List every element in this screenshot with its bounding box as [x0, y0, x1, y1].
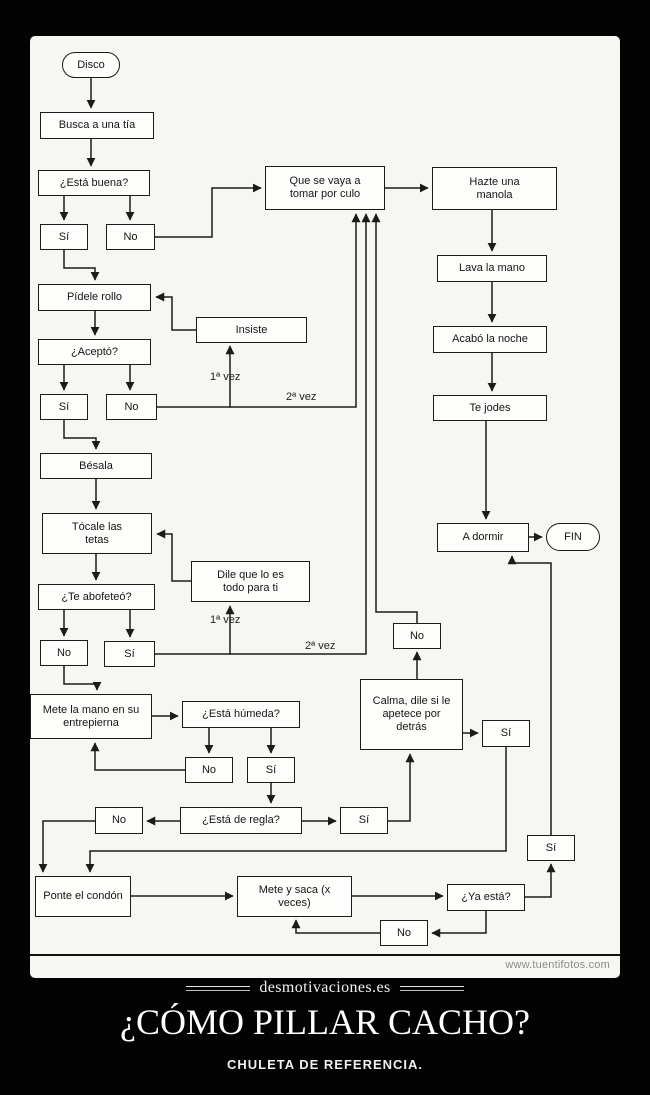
node-calma-detras: Calma, dile si le apetece por detrás [360, 679, 463, 750]
node-yaesta-no: No [380, 920, 428, 946]
node-a-dormir: A dormir [437, 523, 529, 552]
node-esta-buena: ¿Está buena? [38, 170, 150, 196]
site-logo: desmotivaciones.es [0, 979, 650, 997]
node-regla-no: No [95, 807, 143, 834]
node-esta-humeda: ¿Está húmeda? [182, 701, 300, 728]
node-hazte-manola: Hazte una manola [432, 167, 557, 210]
node-abofeteo-si: Sí [104, 641, 155, 667]
node-regla-si: Sí [340, 807, 388, 834]
node-ya-esta: ¿Ya está? [447, 884, 525, 911]
poster-title: ¿CÓMO PILLAR CACHO? [120, 1002, 530, 1042]
node-calma-no: No [393, 623, 441, 649]
poster-subtitle: CHULETA DE REFERENCIA. [226, 1057, 424, 1072]
node-acabo-noche: Acabó la noche [433, 326, 547, 353]
node-acepto-no: No [106, 394, 157, 420]
node-esta-regla: ¿Está de regla? [180, 807, 302, 834]
logo-left-line-icon [186, 985, 251, 991]
node-abofeteo: ¿Te abofeteó? [38, 584, 155, 610]
edge-label-segunda-vez-insiste: 2ª vez [286, 391, 317, 403]
node-humeda-si: Sí [247, 757, 295, 783]
node-disco: Disco [62, 52, 120, 78]
node-dile-todo: Dile que lo es todo para ti [191, 561, 310, 602]
node-acepto: ¿Aceptó? [38, 339, 151, 365]
node-calma-si: Sí [482, 720, 530, 747]
node-tocale-tetas: Tócale las tetas [42, 513, 152, 554]
node-ponte-condon: Ponte el condón [35, 876, 131, 917]
node-mete-saca: Mete y saca (x veces) [237, 876, 352, 917]
node-humeda-no: No [185, 757, 233, 783]
node-que-se-vaya: Que se vaya a tomar por culo [265, 166, 385, 210]
edge-label-primera-vez-dile: 1ª vez [210, 614, 241, 626]
node-besala: Bésala [40, 453, 152, 479]
node-yaesta-si: Sí [527, 835, 575, 861]
node-insiste: Insiste [196, 317, 307, 343]
node-lava-mano: Lava la mano [437, 255, 547, 282]
node-pidele-rollo: Pídele rollo [38, 284, 151, 311]
node-buena-no: No [106, 224, 155, 250]
watermark-url: www.tuentifotos.com [505, 959, 610, 971]
edge-label-primera-vez-insiste: 1ª vez [210, 371, 241, 383]
logo-right-line-icon [399, 985, 464, 991]
panel-divider [30, 954, 620, 956]
node-te-jodes: Te jodes [433, 395, 547, 421]
node-mete-mano: Mete la mano en su entrepierna [30, 694, 152, 739]
logo-text: desmotivaciones.es [259, 979, 391, 996]
node-buena-si: Sí [40, 224, 88, 250]
node-abofeteo-no: No [40, 640, 88, 666]
node-busca-tia: Busca a una tía [40, 112, 154, 139]
edge-label-segunda-vez-dile: 2ª vez [305, 640, 336, 652]
node-acepto-si: Sí [40, 394, 88, 420]
node-fin: FIN [546, 523, 600, 551]
